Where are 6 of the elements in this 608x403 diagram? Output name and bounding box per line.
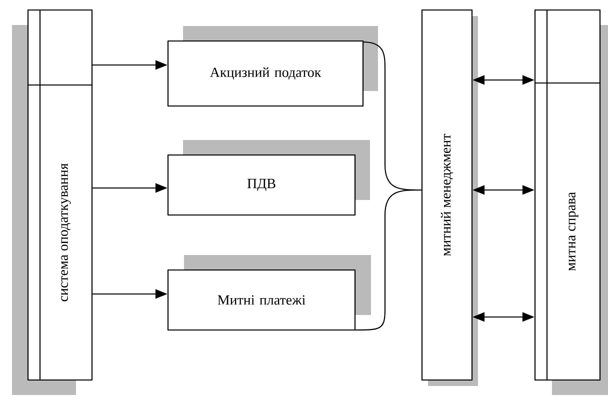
- text-box: митний менеджмент: [421, 9, 478, 386]
- text-box: система оподаткування: [12, 9, 93, 395]
- text-box: Митні платежі: [167, 255, 371, 331]
- text-box: митна справа: [534, 9, 608, 395]
- text-box: ПДВ: [167, 140, 370, 216]
- text-box: Акцизний податок: [167, 26, 378, 107]
